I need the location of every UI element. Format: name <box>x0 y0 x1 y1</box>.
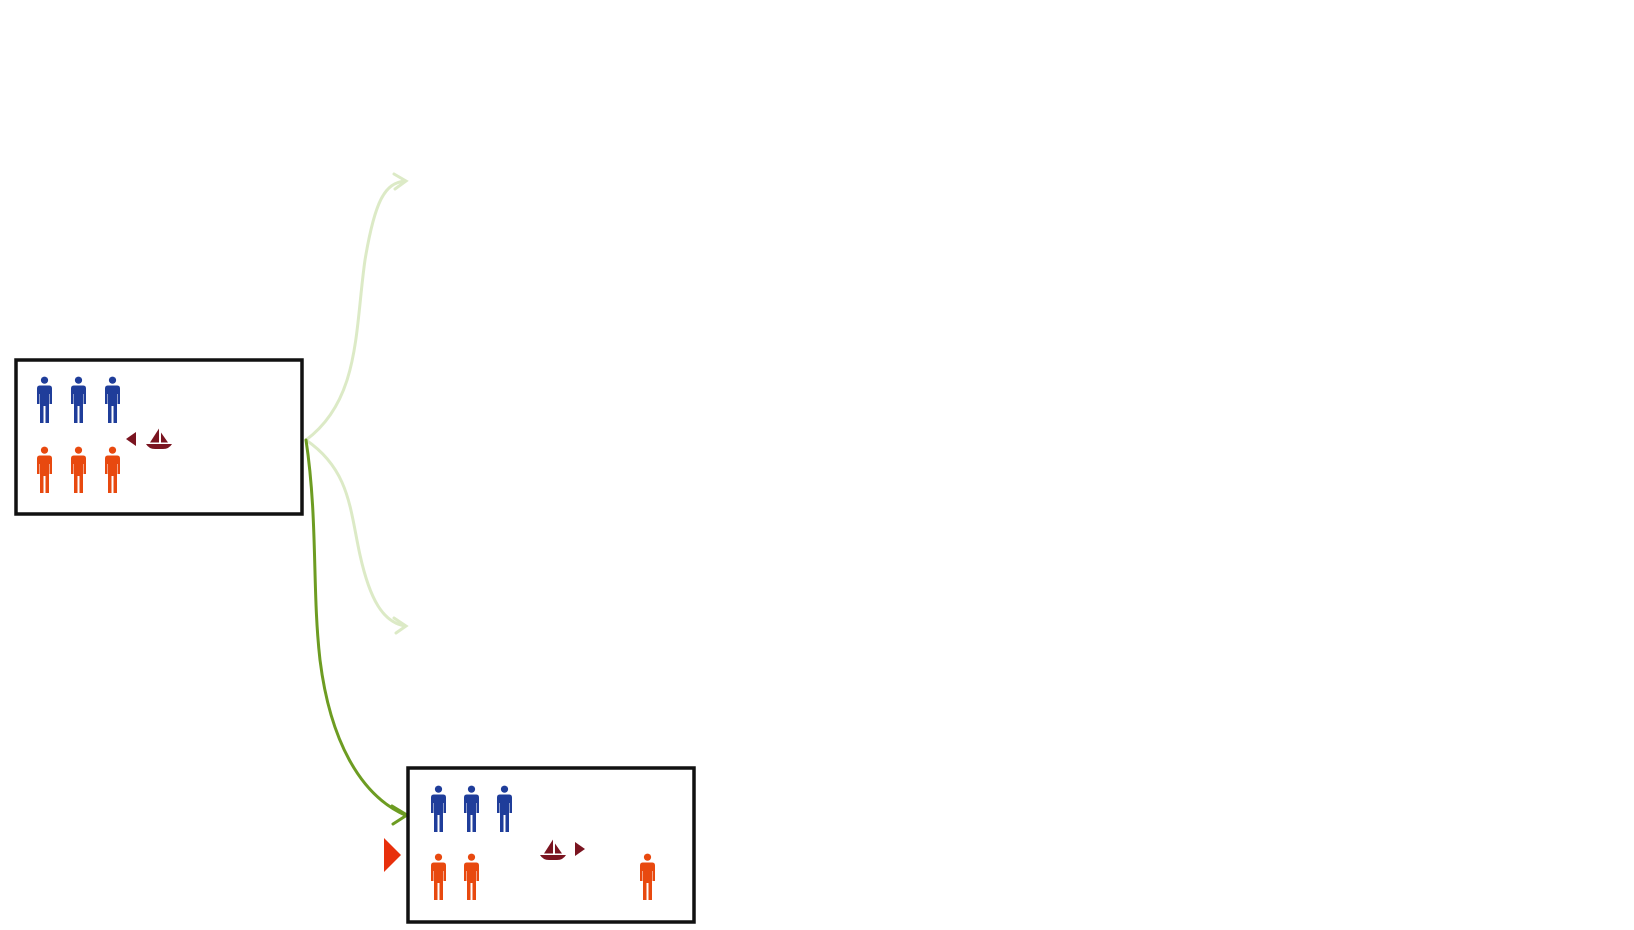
boat-direction-right-icon <box>575 842 585 856</box>
edge-to-middle-branch <box>304 438 407 628</box>
boat-direction-left-icon <box>126 432 136 446</box>
current-state-marker-icon <box>384 838 401 872</box>
edge-middle-arrowhead <box>392 616 409 635</box>
state-box-after-move <box>406 766 696 924</box>
edge-to-next-state <box>304 438 407 817</box>
edge-to-upper-branch <box>304 179 407 442</box>
edge-down-arrowhead <box>390 804 410 826</box>
state-box-start <box>14 358 304 516</box>
transition-edges <box>304 172 410 826</box>
edge-upper-arrowhead <box>392 172 409 191</box>
